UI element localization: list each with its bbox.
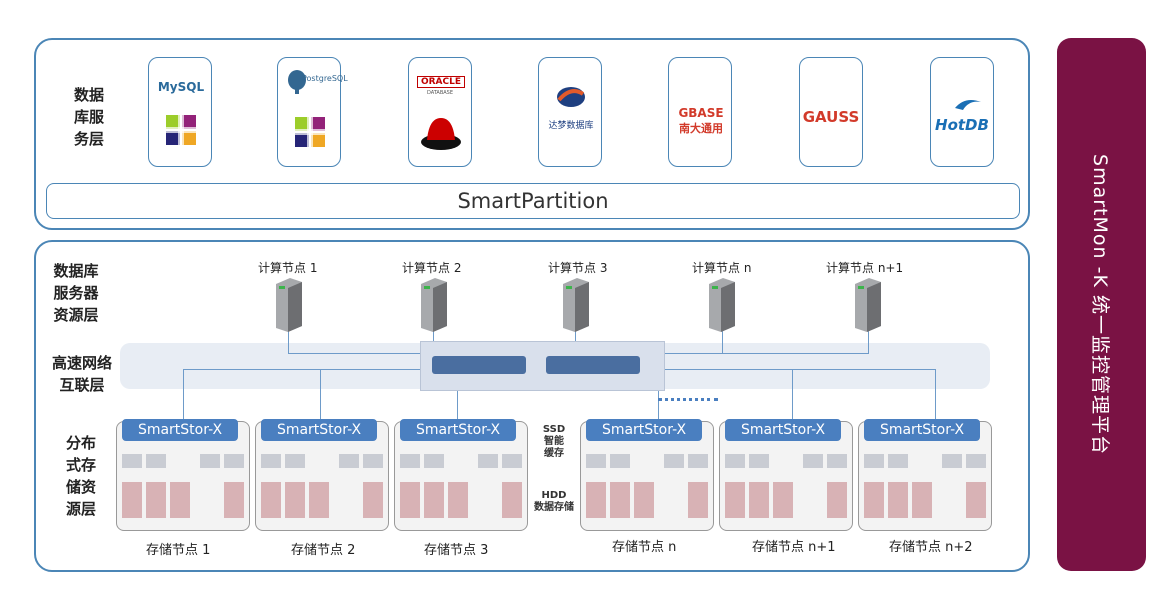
storage-node-label: 存储节点 2 bbox=[291, 543, 356, 558]
ellipsis-dots bbox=[658, 398, 718, 405]
connector-line bbox=[792, 369, 793, 419]
hotdb-dolphin-icon bbox=[955, 100, 981, 110]
logo-card-hotdb: HotDB bbox=[930, 57, 994, 167]
label-line: HDD bbox=[541, 490, 567, 501]
compute-node-label: 计算节点 2 bbox=[402, 261, 462, 275]
postgresql-elephant-icon bbox=[288, 70, 306, 94]
gauss-logo-text: GAUSS bbox=[802, 108, 860, 126]
db-service-layer-label: 数据 库服 务层 bbox=[66, 84, 112, 150]
logo-card-gbase: GBASE 南大通用 bbox=[668, 57, 732, 167]
storage-node-label: 存储节点 3 bbox=[424, 543, 489, 558]
label-line: 务层 bbox=[73, 130, 104, 148]
label-line: 资源层 bbox=[53, 306, 99, 324]
server-tower-icon bbox=[563, 278, 589, 332]
network-switch-icon bbox=[432, 356, 526, 374]
connector-line bbox=[320, 369, 321, 419]
label-line: 智能 bbox=[544, 436, 564, 447]
label-line: 分布 bbox=[65, 434, 96, 452]
label-line: 库服 bbox=[73, 108, 104, 126]
hdd-storage-label: HDD 数据存储 bbox=[528, 490, 580, 514]
disk-array-icon bbox=[586, 454, 708, 518]
label-line: SSD bbox=[542, 424, 566, 435]
server-tower-icon bbox=[855, 278, 881, 332]
oracle-logo-text: ORACLE bbox=[417, 76, 465, 88]
server-tower-icon bbox=[276, 278, 302, 332]
disk-array-icon bbox=[261, 454, 383, 518]
logo-card-dameng: 达梦数据库 bbox=[538, 57, 602, 167]
connector-line bbox=[575, 330, 576, 342]
network-switch-icon bbox=[546, 356, 640, 374]
smartstor-header: SmartStor-X bbox=[400, 419, 516, 441]
monitoring-platform-label: SmartMon -K 统一监控管理平台 bbox=[1089, 154, 1111, 455]
smartstor-header: SmartStor-X bbox=[725, 419, 841, 441]
ssd-cache-label: SSD 智能 缓存 bbox=[536, 424, 572, 460]
connector-line bbox=[658, 391, 659, 419]
dameng-logo-icon bbox=[557, 87, 585, 107]
compute-node-label: 计算节点 n bbox=[692, 261, 752, 275]
server-tower-icon bbox=[421, 278, 447, 332]
mysql-logo-text: MySQL bbox=[157, 80, 205, 94]
disk-array-icon bbox=[864, 454, 986, 518]
resource-layer-label: 数据库 服务器 资源层 bbox=[46, 260, 106, 326]
storage-node-label: 存储节点 1 bbox=[146, 543, 211, 558]
logo-card-mysql: MySQL bbox=[148, 57, 212, 167]
smartstor-header: SmartStor-X bbox=[864, 419, 980, 441]
storage-node-label: 存储节点 n bbox=[612, 540, 677, 555]
centos-logo-icon bbox=[161, 110, 201, 150]
centos-logo-icon bbox=[290, 112, 330, 152]
disk-array-icon bbox=[400, 454, 522, 518]
smartstor-header: SmartStor-X bbox=[586, 419, 702, 441]
disk-array-icon bbox=[122, 454, 244, 518]
label-line: 缓存 bbox=[544, 448, 564, 459]
smartpartition-bar: SmartPartition bbox=[46, 183, 1020, 219]
label-line: 数据 bbox=[73, 86, 104, 104]
connector-line bbox=[665, 353, 869, 354]
connector-line bbox=[457, 391, 458, 419]
monitoring-platform-panel: SmartMon -K 统一监控管理平台 bbox=[1057, 38, 1146, 571]
postgresql-logo-text: PostgreSQL bbox=[302, 74, 348, 83]
storage-node-label: 存储节点 n+2 bbox=[889, 540, 973, 555]
connector-line bbox=[433, 330, 434, 342]
label-line: 储资 bbox=[65, 478, 96, 496]
storage-node-label: 存储节点 n+1 bbox=[752, 540, 836, 555]
connector-line bbox=[288, 353, 420, 354]
connector-line bbox=[183, 369, 420, 370]
label-line: 数据库 bbox=[53, 262, 99, 280]
logo-card-gauss: GAUSS bbox=[799, 57, 863, 167]
smartstor-header: SmartStor-X bbox=[261, 419, 377, 441]
connector-line bbox=[183, 369, 184, 419]
disk-array-icon bbox=[725, 454, 847, 518]
dameng-logo-text: 达梦数据库 bbox=[548, 121, 594, 131]
logo-card-postgresql: PostgreSQL bbox=[277, 57, 348, 167]
label-line: 服务器 bbox=[53, 284, 99, 302]
label-line: 高速网络 bbox=[51, 354, 112, 372]
label-line: 式存 bbox=[65, 456, 96, 474]
connector-line bbox=[868, 330, 869, 354]
hotdb-logo-text: HotDB bbox=[935, 116, 989, 134]
label-line: 源层 bbox=[65, 500, 96, 518]
compute-node-label: 计算节点 3 bbox=[548, 261, 608, 275]
connector-line bbox=[935, 369, 936, 419]
gbase-cn-text: 南大通用 bbox=[679, 122, 723, 135]
label-line: 互联层 bbox=[59, 376, 105, 394]
compute-node-label: 计算节点 1 bbox=[258, 261, 318, 275]
server-tower-icon bbox=[709, 278, 735, 332]
smartstor-header: SmartStor-X bbox=[122, 419, 238, 441]
compute-node-label: 计算节点 n+1 bbox=[826, 261, 904, 275]
connector-line bbox=[288, 330, 289, 354]
connector-line bbox=[665, 369, 936, 370]
label-line: 数据存储 bbox=[534, 502, 574, 513]
network-layer-label: 高速网络 互联层 bbox=[42, 352, 122, 396]
logo-card-oracle: ORACLE DATABASE bbox=[408, 57, 472, 167]
gbase-logo-text: GBASE bbox=[678, 106, 724, 120]
redhat-logo-icon bbox=[421, 118, 461, 150]
oracle-database-text: DATABASE bbox=[426, 90, 454, 96]
connector-line bbox=[722, 330, 723, 354]
storage-layer-label: 分布 式存 储资 源层 bbox=[58, 432, 104, 520]
